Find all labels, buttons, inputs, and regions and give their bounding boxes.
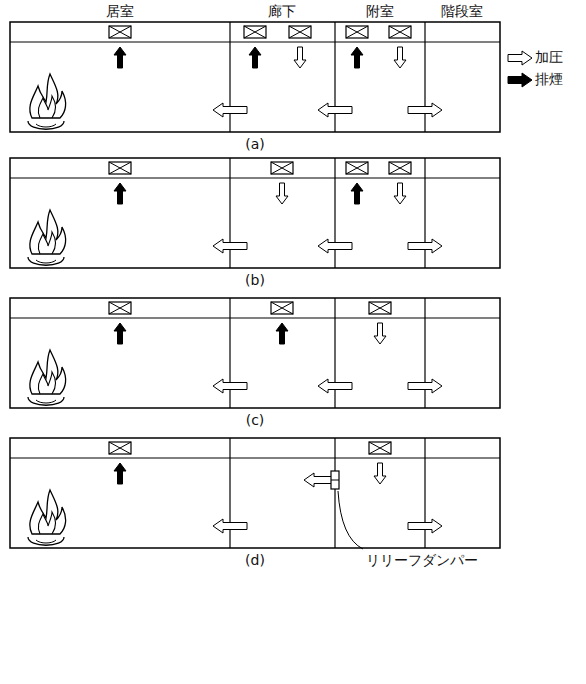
duct-opening [346,26,368,38]
exhaust-arrow [276,323,288,344]
part-label: リリーフダンパー [366,552,478,569]
partition-wall [334,438,335,548]
exhaust-arrow [508,73,532,87]
figure-label: (a) [245,136,265,153]
pressure-arrow [408,379,442,393]
pressure-arrow [374,463,386,484]
duct-opening [369,442,391,454]
partition-wall [229,158,230,268]
partition-wall [229,22,230,132]
fire-symbol [28,74,66,129]
duct-opening [346,162,368,174]
pressure-arrow [213,239,247,253]
exhaust-arrow [351,183,363,204]
fire-symbol [28,210,66,265]
duct-opening [109,26,131,38]
pressure-arrow [408,239,442,253]
pressure-arrow [318,103,352,117]
pressure-arrow [394,183,406,204]
duct-opening [271,162,293,174]
legend-text: 加圧 [535,49,563,66]
figure-label: (c) [246,412,265,429]
duct-opening [244,26,266,38]
partition-wall [334,22,335,132]
floor-section [10,22,500,132]
pressure-arrow [374,323,386,344]
duct-opening [289,26,311,38]
legend-text: 排煙 [535,71,563,88]
partition-wall [424,298,425,408]
duct-opening [109,302,131,314]
relief-damper [331,471,339,489]
pressure-arrow [318,239,352,253]
duct-opening [109,162,131,174]
pressure-arrow [213,379,247,393]
pressure-arrow [408,519,442,533]
exhaust-arrow [114,323,126,344]
floor-section [10,438,500,549]
partition-wall [334,298,335,408]
duct-opening [389,162,411,174]
leader-line [338,491,363,549]
fire-symbol [28,350,66,405]
pressure-arrow [294,47,306,68]
ceiling-line [10,457,500,458]
exhaust-arrow [249,47,261,68]
section-outline [10,438,500,548]
room-name: 廊下 [268,3,296,20]
partition-wall [229,298,230,408]
exhaust-arrow [114,463,126,484]
partition-wall [334,158,335,268]
duct-opening [369,302,391,314]
partition-wall [229,438,230,548]
duct-opening [109,442,131,454]
pressure-arrow [213,519,247,533]
pressure-arrow [318,379,352,393]
section-outline [10,298,500,408]
partition-wall [424,22,425,132]
figure-label: (d) [245,552,265,569]
figure-label: (b) [245,272,265,289]
room-name: 附室 [366,3,394,20]
room-name: 居室 [106,3,134,20]
partition-wall [424,158,425,268]
exhaust-arrow [114,183,126,204]
pressure-arrow [276,183,288,204]
exhaust-arrow [351,47,363,68]
partition-wall [424,438,425,548]
ceiling-line [10,177,500,178]
section-outline [10,22,500,132]
fire-symbol [28,490,66,545]
exhaust-arrow [114,47,126,68]
pressure-arrow [394,47,406,68]
ceiling-line [10,41,500,42]
floor-section [10,298,500,408]
duct-opening [389,26,411,38]
pressure-arrow [213,103,247,117]
pressure-arrow [508,51,532,65]
pressure-arrow [304,473,334,487]
ceiling-line [10,317,500,318]
floor-section [10,158,500,268]
room-name: 階段室 [441,3,483,20]
section-outline [10,158,500,268]
pressure-arrow [408,103,442,117]
legend-samples [508,51,532,87]
duct-opening [271,302,293,314]
